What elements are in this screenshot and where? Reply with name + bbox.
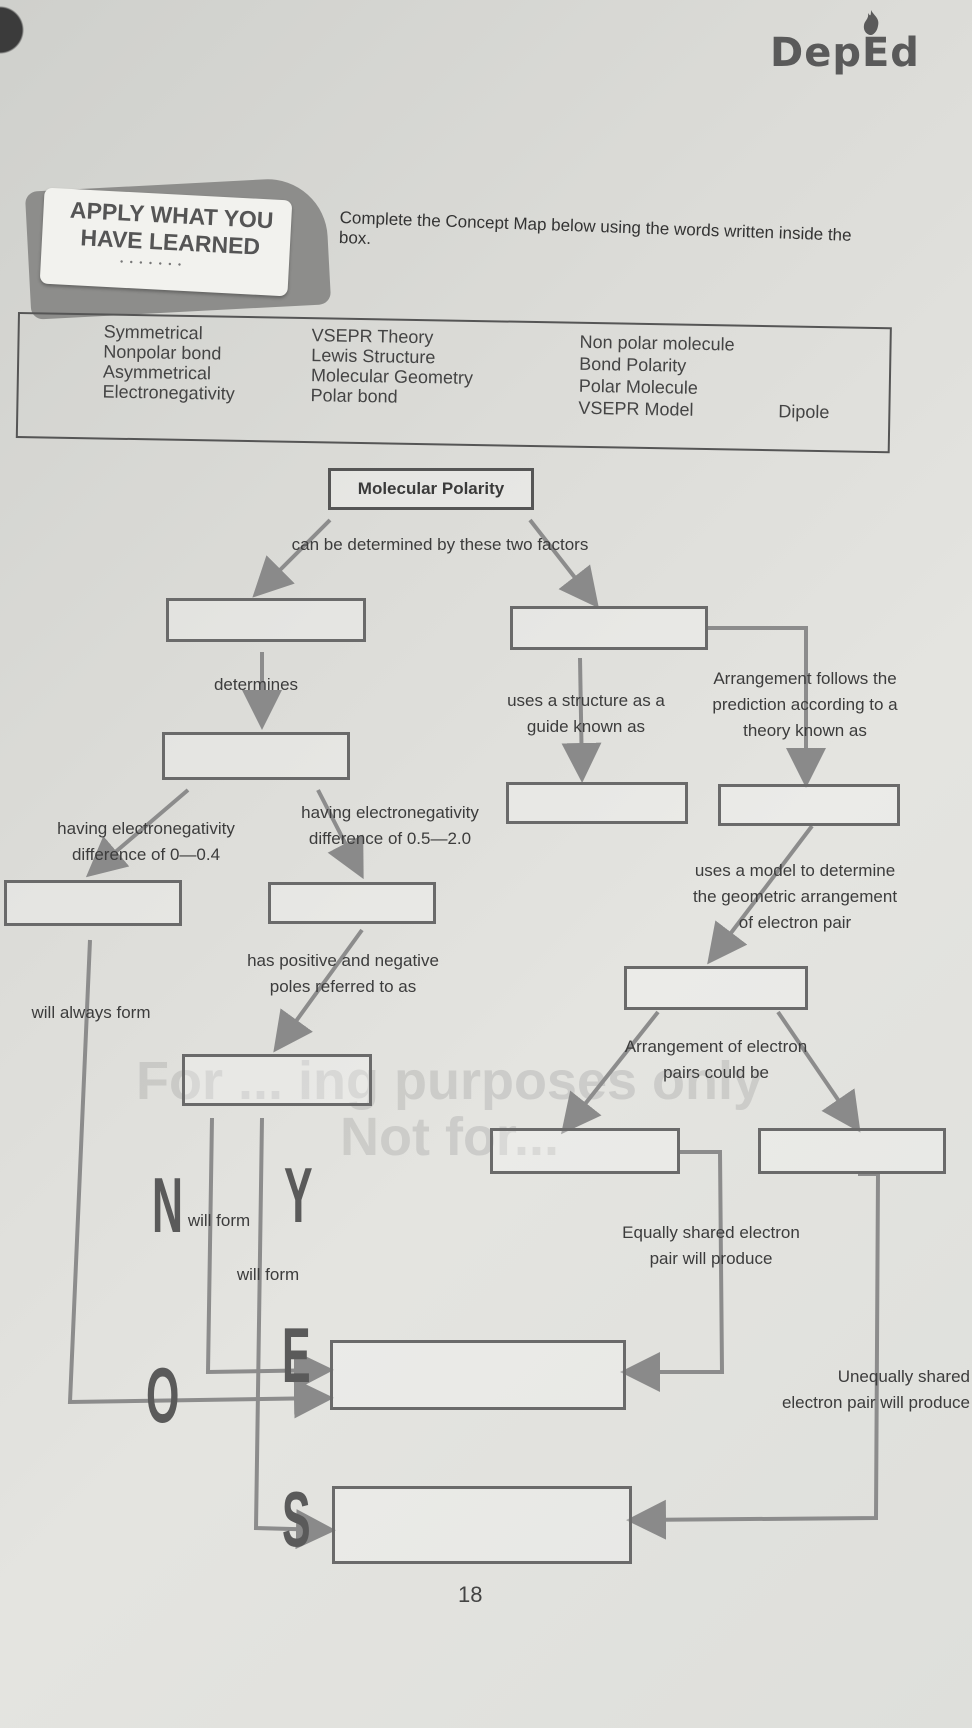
label-factors: can be determined by these two factors — [291, 535, 589, 554]
page-shadow — [0, 0, 40, 120]
label-equally-shared-line-1: Equally shared electron — [622, 1223, 800, 1242]
side-letter-s: S — [282, 1475, 311, 1563]
root-molecular-polarity: Molecular Polarity — [328, 468, 534, 510]
label-diff-low-line-2: difference of 0—0.4 — [71, 845, 221, 864]
blank-box-poles[interactable] — [182, 1054, 372, 1106]
blank-box-theory[interactable] — [718, 784, 900, 826]
label-arrangement-follows-line-2: prediction according to a — [712, 695, 898, 714]
label-arrangement-follows-line-3: theory known as — [743, 721, 867, 740]
label-uses-model-line-1: uses a model to determine — [694, 861, 896, 880]
label-arrangement-follows-line-1: Arrangement follows the — [713, 669, 897, 688]
label-arrangement-follows: Arrangement follows the prediction accor… — [680, 666, 930, 744]
arrow-root-to-left — [252, 518, 332, 598]
label-equally-shared: Equally shared electron pair will produc… — [596, 1220, 826, 1272]
blank-box-structure[interactable] — [506, 782, 688, 824]
arrow-uses-structure — [561, 657, 602, 783]
label-unequally-shared-line-1: Unequally shared — [837, 1367, 970, 1386]
arrow-unequally-shared — [626, 1172, 881, 1540]
arrow-will-form-b — [253, 1117, 336, 1550]
label-arrangement-pairs-line-2: pairs could be — [663, 1063, 769, 1082]
label-diff-mid: having electronegativity difference of 0… — [270, 800, 510, 852]
arrow-root-to-right — [528, 518, 599, 609]
label-poles-line-1: has positive and negative — [247, 951, 439, 970]
blank-box-diff-low[interactable] — [4, 880, 182, 926]
page-number: 18 — [458, 1582, 483, 1607]
blank-box-pairs-left[interactable] — [490, 1128, 680, 1174]
arrow-equally-shared — [620, 1150, 725, 1392]
watermark-line-2: Not for... — [340, 1107, 559, 1167]
side-letter-e: E — [282, 1311, 311, 1399]
blank-box-factor-2[interactable] — [510, 606, 708, 650]
arrow-will-form-a — [205, 1117, 334, 1391]
blank-box-model[interactable] — [624, 966, 808, 1010]
label-will-form-a: will form — [187, 1211, 251, 1230]
label-uses-model-line-3: of electron pair — [738, 913, 852, 932]
label-diff-low: having electronegativity difference of 0… — [26, 816, 266, 868]
label-poles: has positive and negative poles referred… — [218, 948, 468, 1000]
label-arrangement-pairs-line-1: Arrangement of electron — [624, 1037, 808, 1056]
label-poles-line-2: poles referred to as — [269, 977, 417, 996]
flame-icon — [863, 10, 879, 35]
label-always-form: will always form — [31, 1003, 151, 1022]
blank-box-diff-mid[interactable] — [268, 882, 436, 924]
arrow-always-form — [67, 939, 334, 1419]
label-unequally-shared: Unequally shared electron pair will prod… — [734, 1364, 970, 1416]
arrow-diff-mid — [316, 789, 364, 880]
arrow-arrangement-theory — [708, 626, 826, 788]
blank-box-molecule-2[interactable] — [332, 1486, 632, 1564]
label-diff-mid-line-1: having electronegativity — [301, 803, 479, 822]
label-diff-mid-line-2: difference of 0.5—2.0 — [308, 829, 472, 848]
side-letter-n: N — [152, 1161, 183, 1249]
arrow-diff-low — [85, 788, 190, 878]
label-diff-low-line-1: having electronegativity — [57, 819, 235, 838]
label-uses-model-line-2: the geometric arrangement — [692, 887, 898, 906]
deped-logo: DepEd — [770, 30, 920, 76]
blank-box-factor-1[interactable] — [166, 598, 366, 642]
arrow-pairs-left — [561, 1010, 660, 1135]
blank-box-pairs-right[interactable] — [758, 1128, 946, 1174]
label-uses-structure: uses a structure as a guide known as — [466, 688, 706, 740]
label-uses-structure-line-2: guide known as — [526, 717, 646, 736]
arrow-pairs-right — [776, 1010, 861, 1133]
side-letter-o: O — [146, 1351, 180, 1439]
label-equally-shared-line-2: pair will produce — [649, 1249, 773, 1268]
arrow-uses-model — [707, 824, 814, 965]
arrow-poles — [273, 928, 364, 1053]
label-arrangement-pairs: Arrangement of electron pairs could be — [596, 1034, 836, 1086]
label-unequally-shared-line-2: electron pair will produce — [781, 1393, 970, 1412]
blank-box-molecule-1[interactable] — [330, 1340, 626, 1410]
watermark-line-1: For ... ing purposes only — [136, 1051, 764, 1111]
label-uses-structure-line-1: uses a structure as a — [507, 691, 665, 710]
blank-box-determines[interactable] — [162, 732, 350, 780]
label-determines: determines — [213, 675, 299, 694]
side-letter-y: Y — [284, 1151, 313, 1239]
label-will-form-b: will form — [236, 1265, 300, 1284]
label-uses-model: uses a model to determine the geometric … — [660, 858, 930, 936]
